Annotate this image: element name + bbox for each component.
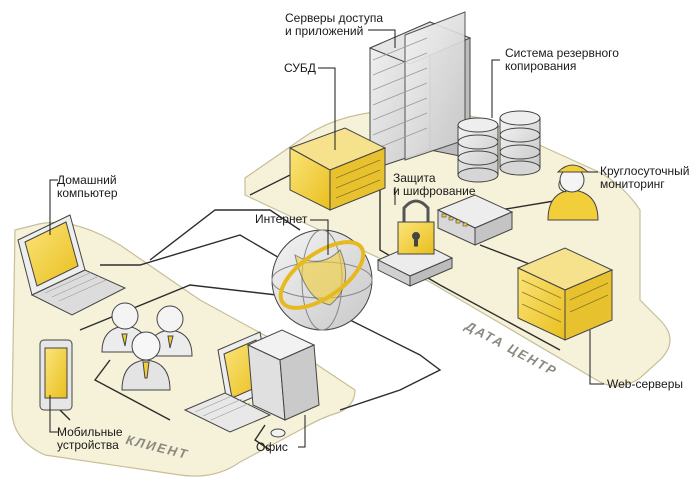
label-access-servers: Серверы доступа и приложений [285,11,384,38]
office-pc-icon [183,329,320,438]
label-backup: Система резервного копирования [505,46,619,73]
monitoring-operator-icon [547,164,599,221]
users-group-icon [101,302,193,391]
label-web-servers: Web-серверы [607,377,684,391]
network-switch-icon [436,194,514,246]
label-mobile: Мобильные устройства [57,425,123,452]
label-security: Защита и шифрование [393,171,476,198]
label-internet: Интернет [255,212,308,226]
home-laptop-icon [17,214,127,316]
label-leaders [49,29,604,448]
web-servers-icon [516,247,614,341]
label-monitoring: Круглосуточный мониторинг [600,164,690,191]
dbms-server-icon [288,127,387,211]
backup-storage-icon [457,110,541,183]
label-dbms: СУБД [284,61,316,75]
internet-globe-icon [271,229,373,331]
label-home-pc: Домашний компьютер [57,173,118,200]
security-lock-icon [376,199,454,287]
label-office: Офис [256,440,288,454]
mobile-device-icon [39,339,73,411]
access-servers-icon [368,11,472,171]
